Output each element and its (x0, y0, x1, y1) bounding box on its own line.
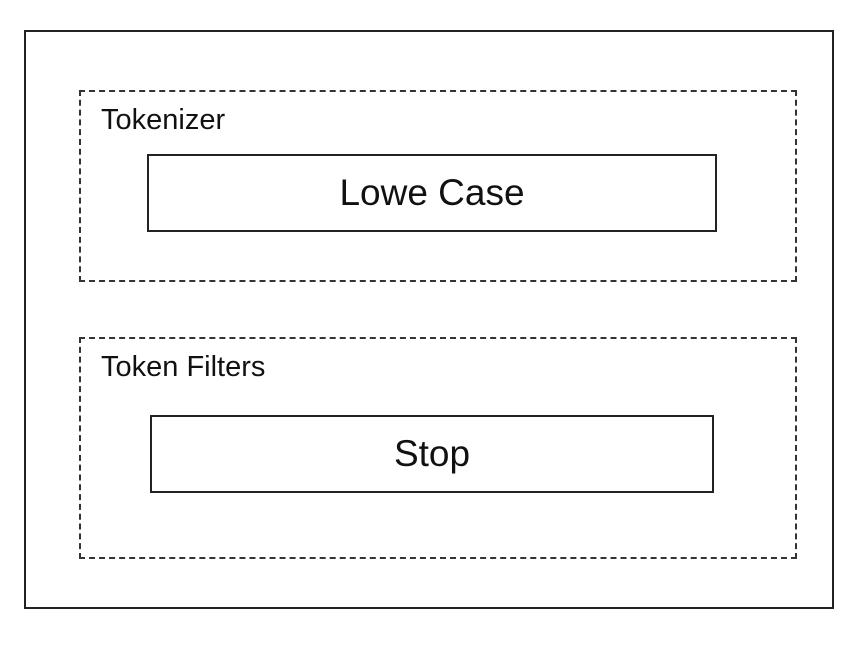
stop-filter-box: Stop (150, 415, 714, 493)
lowercase-tokenizer-box: Lowe Case (147, 154, 717, 232)
tokenizer-label: Tokenizer (101, 104, 226, 136)
token-filters-label: Token Filters (101, 351, 266, 383)
lowercase-tokenizer-label: Lowe Case (339, 172, 525, 213)
tokenizer-section: Tokenizer Lowe Case (79, 90, 797, 282)
stop-filter-label: Stop (393, 433, 471, 474)
analyzer-frame: Tokenizer Lowe Case Token Filters Stop (24, 30, 834, 609)
token-filters-section: Token Filters Stop (79, 337, 797, 559)
